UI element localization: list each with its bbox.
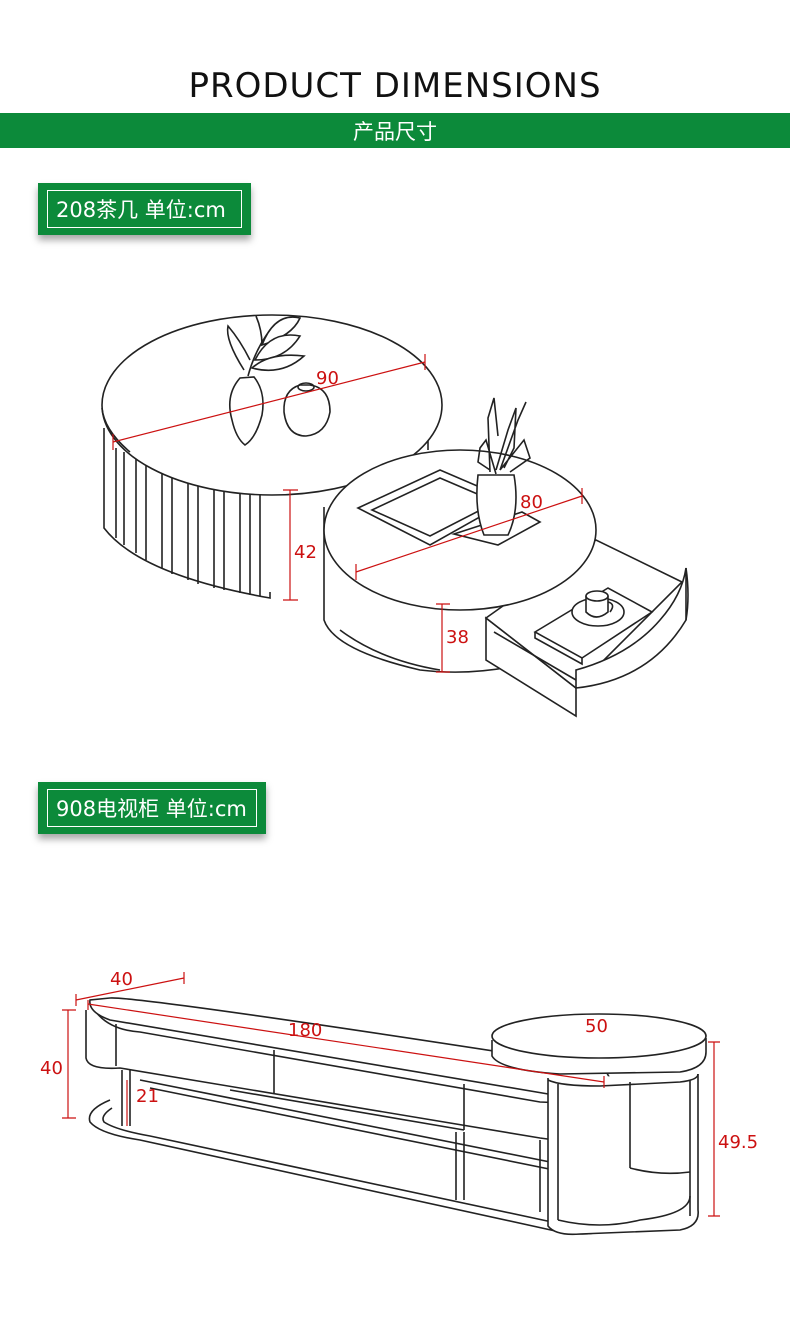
side-table-top bbox=[491, 1013, 707, 1059]
dim-49-5: 49.5 bbox=[718, 1132, 758, 1153]
coffee-table-label-text: 208茶几 单位:cm bbox=[47, 190, 242, 228]
page-title: PRODUCT DIMENSIONS bbox=[188, 66, 602, 106]
tv-cabinet-label: 908电视柜 单位:cm bbox=[38, 782, 266, 834]
tv-cabinet-dims bbox=[62, 972, 720, 1217]
tv-cabinet-drawing bbox=[85, 997, 707, 1236]
pineapple bbox=[476, 474, 517, 536]
dim-42: 42 bbox=[294, 542, 317, 563]
dim-21: 21 bbox=[136, 1086, 159, 1107]
dim-line-180 bbox=[87, 1003, 605, 1083]
dim-38: 38 bbox=[446, 627, 469, 648]
large-table-base bbox=[103, 428, 271, 599]
dim-80: 80 bbox=[520, 492, 543, 513]
subtitle-text: 产品尺寸 bbox=[353, 119, 437, 144]
dim-50: 50 bbox=[585, 1016, 608, 1037]
coffee-table-drawing bbox=[101, 314, 689, 718]
coffee-table-dims bbox=[112, 354, 583, 673]
tv-cabinet-label-text: 908电视柜 单位:cm bbox=[47, 789, 257, 827]
drawer-front bbox=[575, 567, 687, 689]
large-table-slats bbox=[115, 448, 261, 596]
cup bbox=[585, 596, 609, 618]
decor-pot bbox=[283, 384, 331, 437]
dim-line-90 bbox=[112, 361, 426, 443]
dim-90: 90 bbox=[316, 368, 339, 389]
drawer-dividers bbox=[115, 1024, 465, 1130]
dim-line-40-depth bbox=[75, 977, 185, 1001]
dim-180: 180 bbox=[288, 1020, 322, 1041]
dim-40-depth: 40 bbox=[110, 969, 133, 990]
large-table-top bbox=[101, 314, 443, 496]
small-table-top bbox=[323, 449, 597, 611]
subtitle-band: 产品尺寸 bbox=[0, 113, 790, 148]
dim-40-height: 40 bbox=[40, 1058, 63, 1079]
coffee-table-label: 208茶几 单位:cm bbox=[38, 183, 251, 235]
side-table-body bbox=[547, 1074, 699, 1236]
vase bbox=[229, 376, 264, 446]
dim-line-80 bbox=[355, 495, 583, 573]
